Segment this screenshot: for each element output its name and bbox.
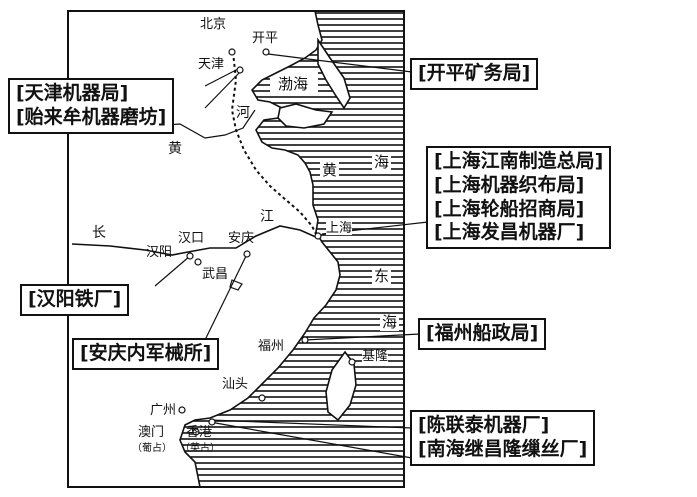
sea-donghai-1: 东	[372, 267, 392, 285]
shandong-peninsula	[277, 103, 334, 129]
label-hanyang: [汉阳铁厂]	[20, 284, 130, 316]
river-jiang: 江	[260, 209, 274, 225]
location-dots	[178, 48, 356, 436]
label-anqing-text: [安庆内军械所]	[80, 342, 212, 364]
river-chang: 长	[92, 225, 106, 241]
label-fuzhou-text: [福州船政局]	[426, 322, 539, 344]
river-he: 河	[236, 105, 250, 121]
label-tianjin-2: [贻来牟机器磨坊]	[16, 105, 167, 128]
label-anqing: [安庆内军械所]	[72, 338, 220, 370]
macau-note: （葡占）	[132, 443, 172, 454]
place-hankou: 汉口	[178, 231, 205, 246]
label-tianjin-1: [天津机器局]	[16, 82, 129, 104]
label-shanghai: [上海江南制造总局] [上海机器织布局] [上海轮船招商局] [上海发昌机器厂]	[426, 146, 612, 249]
label-shanghai-1: [上海江南制造总局]	[434, 150, 604, 172]
sea-donghai-2: 海	[380, 313, 400, 331]
yangtze-river	[71, 225, 319, 256]
place-guangzhou: 广州	[150, 403, 177, 418]
label-south: [陈联泰机器厂] [南海继昌隆缫丝厂]	[410, 410, 596, 466]
place-beijing: 北京	[200, 17, 227, 32]
label-tianjin: [天津机器局] [贻来牟机器磨坊]	[8, 78, 175, 134]
label-south-2: [南海继昌隆缫丝厂]	[418, 437, 588, 460]
place-tianjin: 天津	[198, 57, 225, 72]
label-south-1: [陈联泰机器厂]	[418, 414, 550, 436]
label-kaiping-mine-text: [开平矿务局]	[418, 62, 531, 84]
place-hanyang: 汉阳	[146, 245, 173, 260]
place-anqing: 安庆	[228, 231, 255, 246]
label-shanghai-2: [上海机器织布局]	[434, 173, 585, 196]
place-keelung: 基隆	[362, 349, 389, 364]
hongkong-note: （英占）	[180, 443, 220, 454]
label-fuzhou: [福州船政局]	[418, 318, 547, 350]
place-shantou: 汕头	[222, 377, 249, 392]
label-hanyang-text: [汉阳铁厂]	[28, 288, 122, 310]
label-shanghai-3: [上海轮船招商局]	[434, 197, 585, 220]
river-huang: 黄	[168, 141, 182, 157]
liaodong-peninsula	[317, 37, 351, 110]
label-shanghai-4: [上海发昌机器厂]	[434, 221, 585, 244]
map-frame	[67, 10, 405, 488]
place-kaiping: 开平	[252, 31, 279, 46]
place-wuchang: 武昌	[202, 267, 229, 282]
label-kaiping-mine: [开平矿务局]	[410, 58, 539, 90]
taiwan-island	[325, 350, 357, 422]
place-fuzhou: 福州	[258, 339, 285, 354]
sea-huanghai-1: 黄	[320, 161, 340, 179]
sea-huanghai-2: 海	[372, 153, 392, 171]
coastline	[179, 11, 341, 487]
sea-bohai: 渤海	[276, 75, 311, 93]
place-macau: 澳门	[138, 425, 165, 440]
place-hongkong: 香港	[186, 425, 213, 440]
place-shanghai: 上海	[326, 221, 353, 236]
connector-lines	[154, 53, 429, 459]
grand-canal	[230, 51, 319, 239]
